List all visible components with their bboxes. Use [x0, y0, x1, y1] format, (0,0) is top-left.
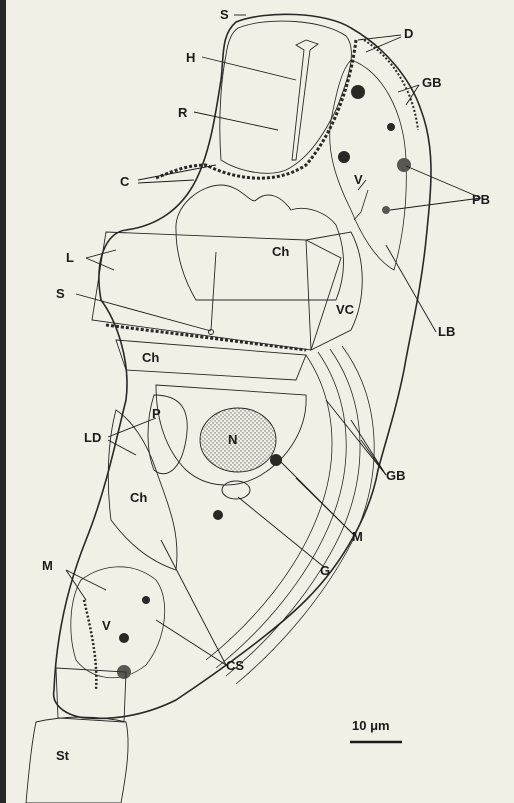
upper-vacuole — [330, 60, 407, 270]
head-region-h — [220, 21, 352, 173]
rod-r — [292, 40, 318, 160]
lamella-right — [306, 232, 362, 350]
label-n: N — [228, 432, 237, 447]
lower-granule — [142, 596, 150, 604]
label-ch-mid: Ch — [142, 350, 159, 365]
pigment-body — [382, 206, 390, 214]
cell-outline — [54, 14, 431, 718]
label-p: P — [152, 406, 161, 421]
label-ch-top: Ch — [272, 244, 289, 259]
lamella-rod — [211, 252, 216, 330]
scale-bar-label: 10 μm — [352, 718, 390, 733]
dark-granule — [351, 85, 365, 99]
stalk-lamella — [216, 352, 346, 668]
nucleus — [200, 408, 276, 472]
label-s-top: S — [220, 7, 229, 22]
label-pb: PB — [472, 192, 490, 207]
diagram-page: S H R C D GB V PB Ch L S VC LB Ch P N LD… — [6, 0, 514, 803]
fibre — [354, 190, 368, 220]
label-ld: LD — [84, 430, 101, 445]
lower-vacuole — [71, 567, 165, 678]
lower-fibre — [84, 600, 96, 690]
label-st: St — [56, 748, 70, 763]
pigment-body — [397, 158, 411, 172]
label-m-mid: M — [352, 529, 363, 544]
label-g: G — [320, 563, 330, 578]
mitochondrion — [270, 454, 282, 466]
label-gb-top: GB — [422, 75, 442, 90]
label-s-mid: S — [56, 286, 65, 301]
label-l: L — [66, 250, 74, 265]
label-d: D — [404, 26, 413, 41]
label-cs: CS — [226, 658, 244, 673]
label-r: R — [178, 105, 188, 120]
granule-row-lower — [106, 325, 306, 350]
stalk-connector — [56, 668, 126, 722]
mitochondrion — [213, 510, 223, 520]
golgi-body — [222, 481, 250, 499]
label-vc: VC — [336, 302, 355, 317]
chloroplast-upper — [176, 185, 344, 300]
cell-diagram: S H R C D GB V PB Ch L S VC LB Ch P N LD… — [6, 0, 514, 803]
label-c: C — [120, 174, 130, 189]
label-m-low: M — [42, 558, 53, 573]
label-v-low: V — [102, 618, 111, 633]
label-ch-low: Ch — [130, 490, 147, 505]
stalk-lamella — [206, 355, 332, 660]
label-v-top: V — [354, 172, 363, 187]
label-h: H — [186, 50, 195, 65]
dark-granule — [387, 123, 395, 131]
lamella-block-l — [92, 232, 341, 350]
lower-granule — [119, 633, 129, 643]
stalk-st — [26, 717, 128, 803]
dark-granule — [338, 151, 350, 163]
label-gb-mid: GB — [386, 468, 406, 483]
label-lb: LB — [438, 324, 455, 339]
